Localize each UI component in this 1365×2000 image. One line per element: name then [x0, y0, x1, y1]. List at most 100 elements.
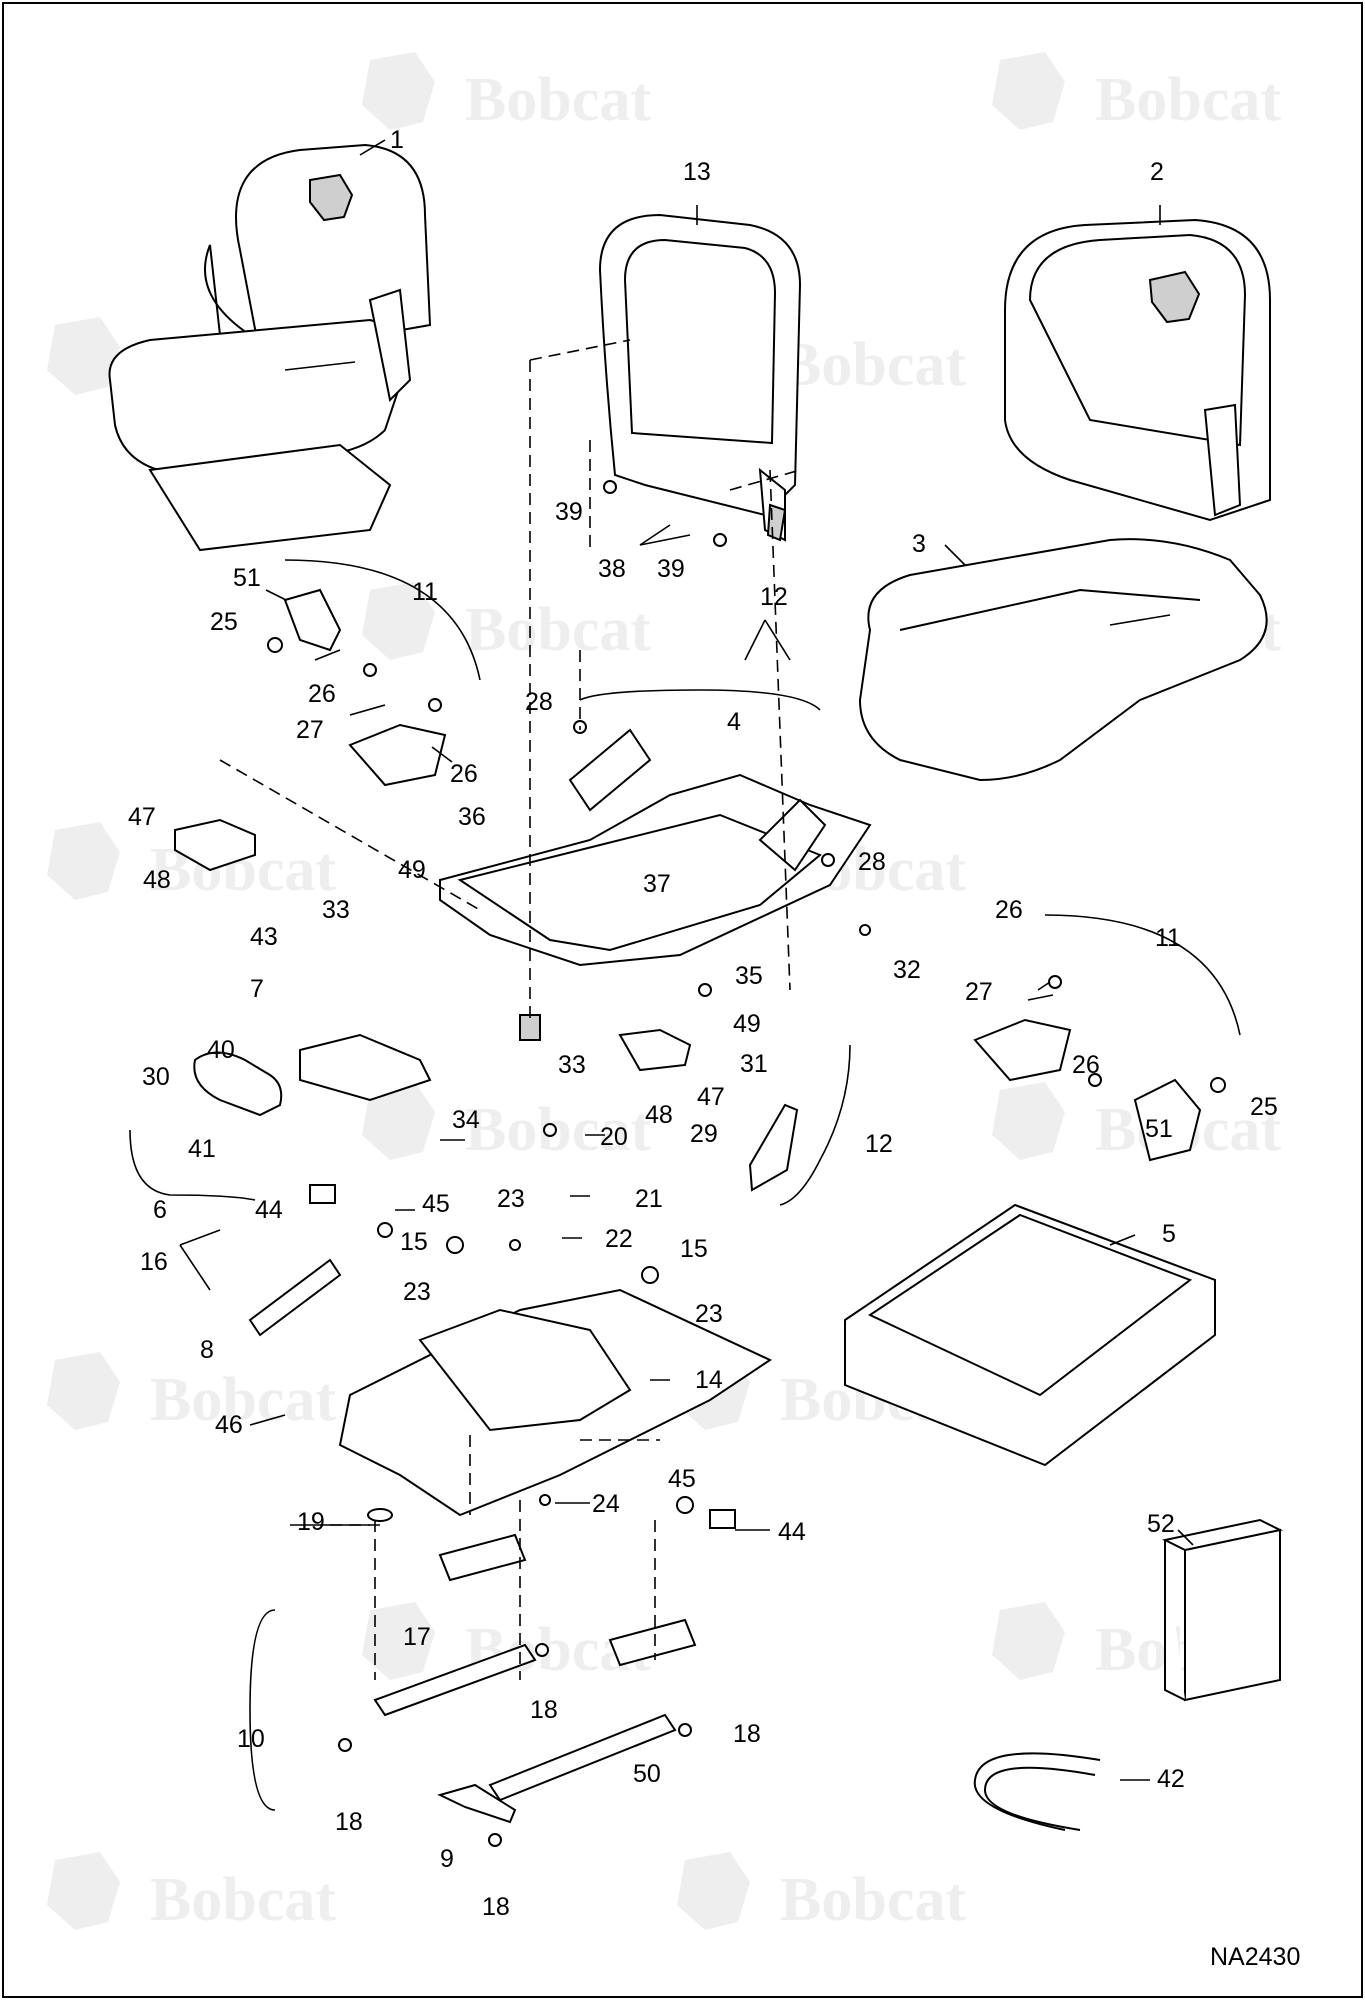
callout-14: 14	[695, 1366, 723, 1394]
callout-21: 21	[635, 1185, 663, 1213]
slide-rail-part	[488, 1713, 677, 1802]
callout-45: 45	[422, 1190, 450, 1218]
armrest-part	[193, 1051, 283, 1117]
callout-26: 26	[450, 760, 478, 788]
backrest-frame-part	[598, 213, 802, 542]
callout-52: 52	[1147, 1510, 1175, 1538]
callout-labels: 1 13 2 3 39 38 39 12 51 11 25 26 27 26 2…	[128, 126, 1278, 1921]
part-7	[299, 1033, 432, 1102]
callout-3: 3	[912, 530, 926, 558]
callout-29: 29	[690, 1120, 718, 1148]
seat-assembly-part	[108, 143, 432, 552]
watermark-text: Bobcat	[1095, 66, 1281, 134]
slide-rail-part	[373, 1643, 537, 1717]
watermark-text: Bobcat	[780, 331, 966, 399]
callout-15: 15	[680, 1235, 708, 1263]
callout-32: 32	[893, 956, 921, 984]
belt-bracket-part	[973, 1018, 1072, 1082]
callout-16: 16	[140, 1248, 168, 1276]
callout-5: 5	[1162, 1220, 1176, 1248]
callout-35: 35	[735, 962, 763, 990]
callout-12: 12	[865, 1130, 893, 1158]
callout-28: 28	[525, 688, 553, 716]
callout-49: 49	[398, 856, 426, 884]
seat-belt-part	[283, 588, 342, 652]
watermark-text: Bobcat	[465, 596, 651, 664]
callout-9: 9	[440, 1845, 454, 1873]
belt-bracket-part	[348, 723, 447, 787]
seat-cushion-part	[858, 538, 1268, 782]
leader-lines	[179, 139, 1194, 1781]
callout-11: 11	[412, 578, 438, 606]
callout-38: 38	[598, 555, 626, 583]
callout-27: 27	[296, 716, 324, 744]
watermark-text: Bobcat	[465, 66, 651, 134]
callout-31: 31	[740, 1050, 768, 1078]
lever-part	[748, 1103, 799, 1192]
callout-44: 44	[255, 1196, 283, 1224]
watermark-text: Bobcat	[150, 1866, 336, 1934]
callout-7: 7	[250, 975, 264, 1003]
seat-frame-part	[439, 728, 872, 1041]
callout-34: 34	[452, 1106, 480, 1134]
callout-36: 36	[458, 803, 486, 831]
callout-18: 18	[335, 1808, 363, 1836]
cable-part	[983, 1766, 1096, 1831]
callout-30: 30	[142, 1063, 170, 1091]
backrest-cushion-part	[1004, 218, 1271, 522]
callout-4: 4	[727, 708, 741, 736]
suspension-part	[338, 1288, 773, 1517]
callout-26: 26	[995, 896, 1023, 924]
callout-47: 47	[697, 1083, 725, 1111]
callout-12: 12	[760, 583, 788, 611]
callout-28: 28	[858, 848, 886, 876]
callout-25: 25	[210, 608, 238, 636]
callout-45: 45	[668, 1465, 696, 1493]
callout-50: 50	[633, 1760, 661, 1788]
callout-48: 48	[143, 866, 171, 894]
shock-absorber-part	[248, 1258, 342, 1337]
callout-27: 27	[965, 978, 993, 1006]
callout-39: 39	[555, 498, 583, 526]
callout-17: 17	[403, 1623, 431, 1651]
callout-6: 6	[153, 1196, 167, 1224]
callout-51: 51	[1145, 1115, 1173, 1143]
callout-39: 39	[657, 555, 685, 583]
callout-2: 2	[1150, 158, 1164, 186]
callout-46: 46	[215, 1411, 243, 1439]
callout-23: 23	[403, 1278, 431, 1306]
callout-44: 44	[778, 1518, 806, 1546]
callout-18: 18	[530, 1696, 558, 1724]
callout-23: 23	[497, 1185, 525, 1213]
part-47-bracket	[618, 1028, 692, 1072]
callout-42: 42	[1157, 1765, 1185, 1793]
watermark-text: Bobcat	[465, 1096, 651, 1164]
callout-13: 13	[683, 158, 711, 186]
handle-part	[437, 1783, 517, 1824]
callout-19: 19	[297, 1508, 325, 1536]
callout-40: 40	[207, 1036, 235, 1064]
callout-41: 41	[188, 1135, 216, 1163]
mounting-plate-part	[438, 1533, 527, 1582]
callout-23: 23	[695, 1300, 723, 1328]
callout-18: 18	[482, 1893, 510, 1921]
callout-20: 20	[600, 1123, 628, 1151]
callout-18: 18	[733, 1720, 761, 1748]
parts	[108, 143, 1284, 1847]
callout-22: 22	[605, 1225, 633, 1253]
watermark-text: Bobcat	[780, 1866, 966, 1934]
assembly-lines	[219, 339, 801, 1680]
hardware-items	[267, 480, 1226, 1847]
mounting-plate-part	[608, 1618, 697, 1667]
callout-26: 26	[308, 680, 336, 708]
cushion-frame-part	[844, 1203, 1216, 1467]
callout-1: 1	[390, 126, 404, 154]
callout-33: 33	[322, 896, 350, 924]
group-brackets	[129, 559, 1241, 1811]
callout-33: 33	[558, 1051, 586, 1079]
callout-11: 11	[1155, 924, 1181, 952]
callout-8: 8	[200, 1336, 214, 1364]
callout-24: 24	[592, 1490, 620, 1518]
